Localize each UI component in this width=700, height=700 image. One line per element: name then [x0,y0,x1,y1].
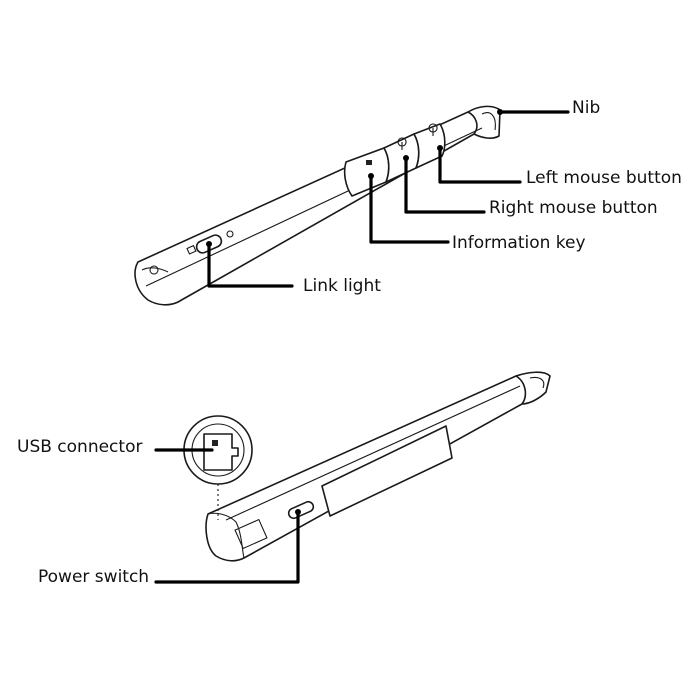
leader-left-mouse-button [438,146,522,184]
bottom-pen-nib-tip [529,376,545,389]
leader-power-switch [154,510,300,584]
top-pen-end-hole [149,265,159,275]
leader-right-mouse-dot [403,155,409,161]
leader-link-light-dot [206,241,212,247]
leader-information-dot [368,173,374,179]
info-icon [366,160,372,165]
bottom-pen-end-square [234,518,268,550]
leader-power-switch-dot [295,509,301,515]
link-light-indicator-icon [226,230,234,238]
label-right-mouse-button: Right mouse button [489,198,658,218]
label-usb-connector: USB connector [17,437,143,457]
left-mouse-icon [428,123,438,136]
bottom-pen-power-switch[interactable] [287,500,315,520]
usb-connector-pin [212,440,218,446]
label-nib: Nib [572,98,601,118]
leader-link-light [207,242,294,288]
leader-left-mouse-dot [437,145,443,151]
leader-right-mouse-button [404,156,486,214]
top-pen-right-mouse-button[interactable] [383,133,420,183]
right-mouse-icon [397,137,407,150]
bottom-pen-display-window [321,425,453,517]
bottom-pen-end-cap [207,512,245,559]
leader-nib-dot [497,109,503,115]
bottom-pen [183,371,551,562]
top-pen-edge [141,267,169,273]
label-link-light: Link light [303,276,381,296]
leader-lines [154,109,570,584]
leader-information-key [369,174,450,244]
top-pen-nib-tip [481,112,496,131]
top-pen [134,105,501,306]
top-pen-information-key[interactable] [343,147,390,197]
label-left-mouse-button: Left mouse button [526,168,682,188]
label-power-switch: Power switch [38,567,150,587]
top-pen-left-mouse-button[interactable] [413,123,446,169]
link-light-window [186,244,197,255]
label-information-key: Information key [452,233,586,253]
bottom-pen-ridge [225,385,521,521]
